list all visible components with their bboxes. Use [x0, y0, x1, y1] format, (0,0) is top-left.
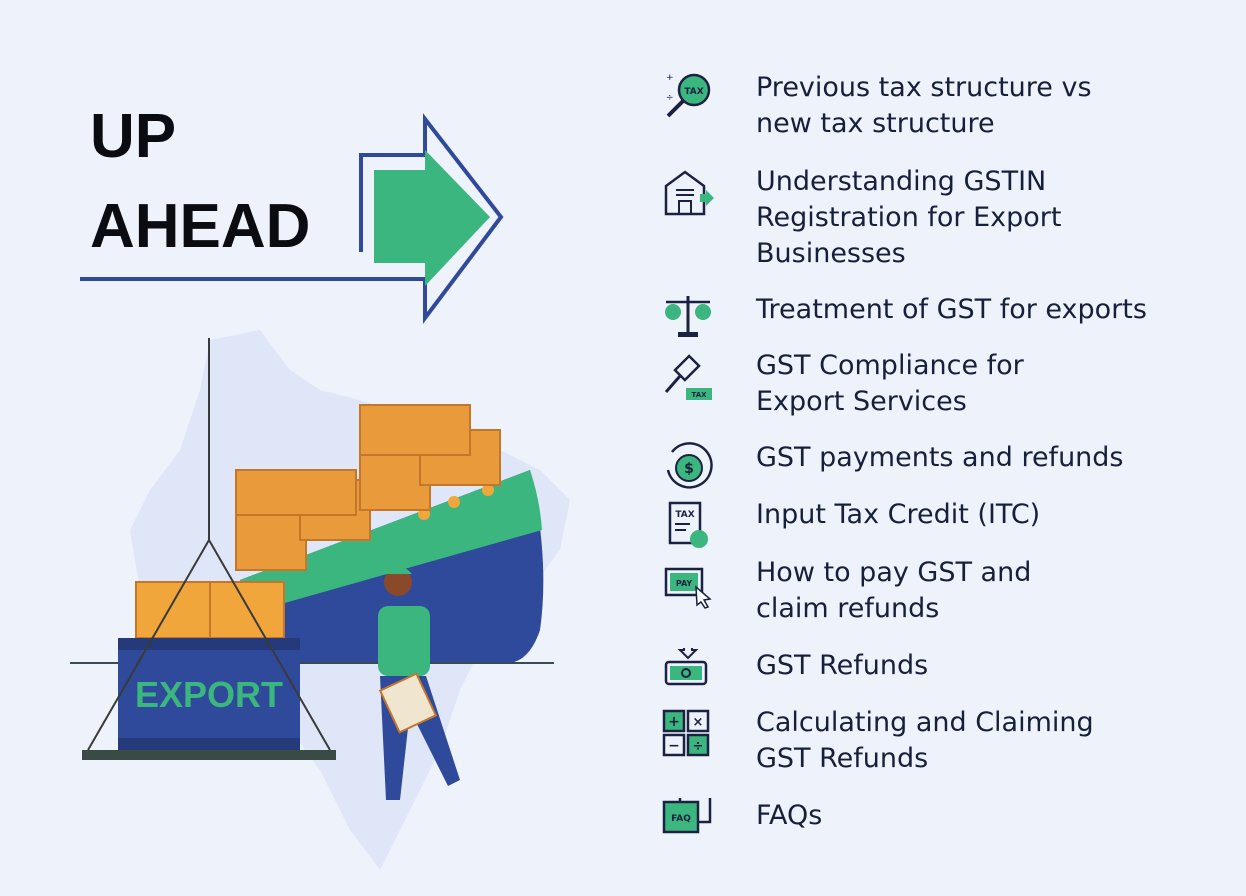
- calculator-icon: + × − ÷: [662, 709, 710, 757]
- dollar-refresh-icon: $: [666, 442, 713, 489]
- svg-text:×: ×: [693, 715, 704, 730]
- list-item-tax-structure: TAX + ÷ Previous tax structure vs new tax…: [660, 70, 1220, 150]
- item-label: Calculating and Claiming GST Refunds: [756, 707, 1094, 774]
- svg-text:$: $: [684, 461, 694, 477]
- list-item-calculating-refunds: + × − ÷ Calculating and Claiming GST Ref…: [660, 705, 1220, 785]
- svg-text:+: +: [668, 714, 680, 730]
- container-label: EXPORT: [135, 674, 283, 715]
- item-label: GST Refunds: [756, 650, 929, 681]
- svg-text:PAY: PAY: [676, 579, 693, 588]
- svg-text:TAX: TAX: [675, 510, 694, 520]
- pay-screen-icon: PAY: [664, 567, 712, 609]
- item-label: FAQs: [756, 800, 823, 831]
- svg-text:÷: ÷: [666, 93, 674, 103]
- cash-download-icon: [664, 648, 708, 686]
- item-label: Understanding GSTIN Registration for Exp…: [756, 166, 1062, 269]
- page-title: UP AHEAD: [90, 92, 310, 272]
- export-ship-illustration: EXPORT: [70, 330, 570, 870]
- svg-text:+: +: [666, 73, 674, 83]
- item-label: How to pay GST and claim refunds: [756, 557, 1032, 624]
- magnifier-tax-icon: TAX + ÷: [666, 73, 711, 118]
- svg-text:FAQ: FAQ: [671, 814, 691, 824]
- svg-text:−: −: [668, 738, 680, 754]
- arrow-right-icon: [80, 113, 504, 324]
- svg-text:÷: ÷: [693, 739, 704, 754]
- title-line-2: AHEAD: [90, 192, 311, 261]
- item-label: GST payments and refunds: [756, 442, 1124, 473]
- list-item-gst-treatment: Treatment of GST for exports: [660, 292, 1220, 372]
- item-label: Treatment of GST for exports: [756, 294, 1147, 325]
- item-label: Previous tax structure vs new tax struct…: [756, 72, 1092, 139]
- list-item-pay-gst: PAY How to pay GST and claim refunds: [660, 555, 1220, 635]
- list-item-itc: TAX Input Tax Credit (ITC): [660, 497, 1220, 577]
- item-label: Input Tax Credit (ITC): [756, 499, 1041, 530]
- gavel-tax-icon: TAX: [664, 354, 712, 400]
- list-item-faqs: FAQ FAQs: [660, 798, 1220, 878]
- svg-text:TAX: TAX: [691, 391, 707, 399]
- svg-text:TAX: TAX: [684, 87, 703, 97]
- balance-scale-icon: [665, 296, 711, 337]
- list-item-gstin-registration: Understanding GSTIN Registration for Exp…: [660, 164, 1220, 269]
- list-item-gst-payments: $ GST payments and refunds: [660, 440, 1220, 520]
- clipboard-tax-icon: TAX: [668, 501, 708, 548]
- list-item-gst-compliance: TAX GST Compliance for Export Services: [660, 348, 1220, 428]
- warehouse-icon: [664, 170, 714, 216]
- item-label: GST Compliance for Export Services: [756, 350, 1024, 417]
- list-item-gst-refunds: GST Refunds: [660, 648, 1220, 728]
- title-line-1: UP: [90, 102, 177, 171]
- faq-chat-icon: FAQ: [662, 798, 712, 834]
